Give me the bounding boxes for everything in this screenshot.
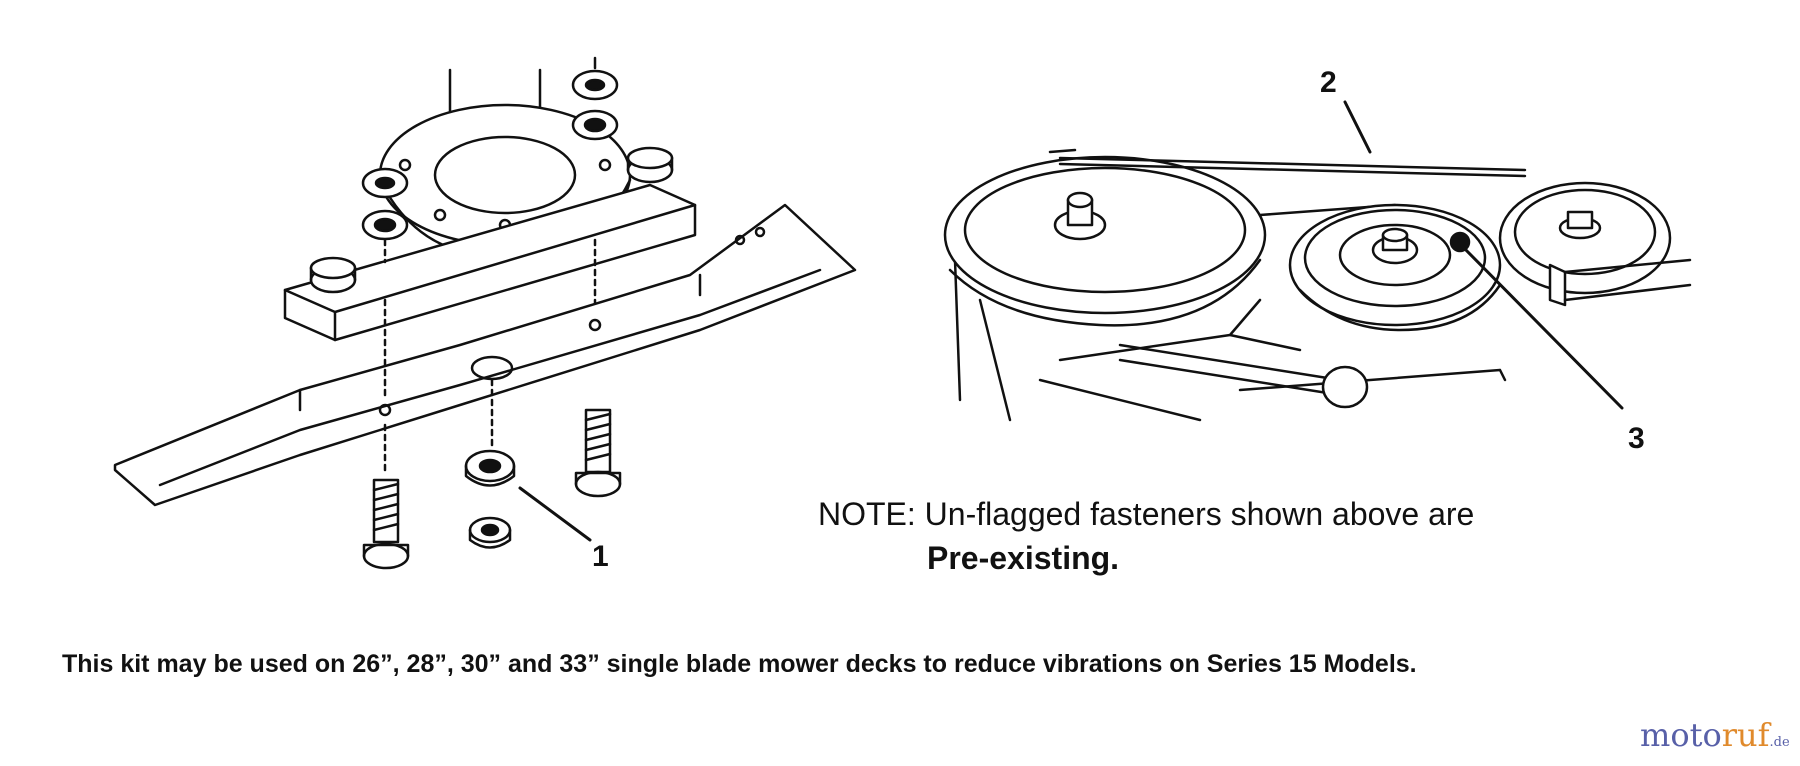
large-pulley (943, 155, 1267, 327)
watermark-part-1: moto (1640, 716, 1722, 754)
watermark-part-3: .de (1769, 735, 1790, 750)
nut-stack-right (571, 56, 619, 322)
blade-bolt-left (362, 478, 410, 570)
note-text: NOTE: Un-flagged fasteners shown above a… (818, 496, 1475, 532)
callout-3: 3 (1628, 422, 1645, 455)
pulley-assembly (943, 100, 1692, 422)
washer-nut-item-1 (464, 449, 516, 549)
plate-bolt-right (626, 146, 674, 184)
callout-1: 1 (592, 540, 609, 573)
idler-pulley (1288, 203, 1502, 332)
callout-2: 2 (1320, 66, 1337, 99)
nut-stack-left (361, 167, 409, 264)
note-emphasis: Pre-existing. (927, 540, 1120, 576)
kit-usage-caption: This kit may be used on 26”, 28”, 30” an… (62, 650, 1417, 678)
right-pulley (1498, 181, 1692, 307)
watermark-part-2: ruf (1721, 716, 1770, 754)
plate-bolt-left (309, 256, 357, 294)
blade-bolt-right (574, 408, 622, 498)
watermark-logo: motoruf.de (1640, 716, 1790, 754)
blade-assembly (113, 56, 857, 570)
